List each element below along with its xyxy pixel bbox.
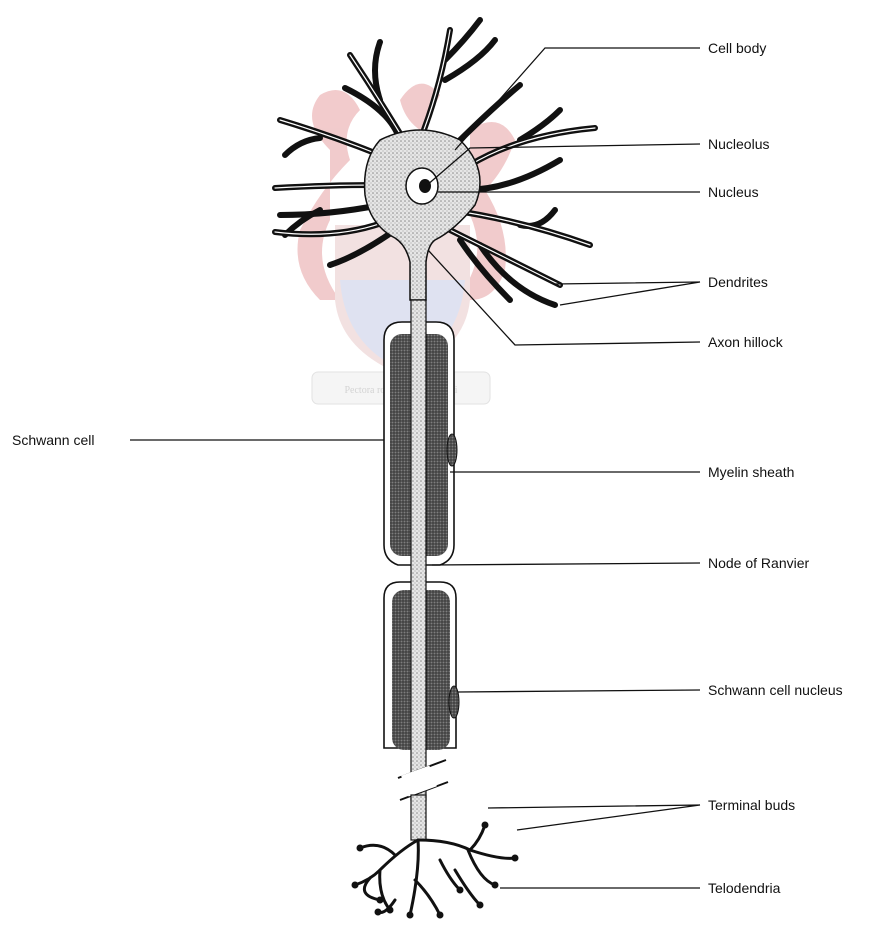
label-axon-hillock: Axon hillock bbox=[708, 334, 784, 350]
label-schwann-cell-nucleus: Schwann cell nucleus bbox=[708, 682, 843, 698]
label-node-of-ranvier: Node of Ranvier bbox=[708, 555, 810, 571]
label-telodendria: Telodendria bbox=[708, 880, 781, 896]
axon-lower bbox=[411, 795, 426, 840]
leader-schwann-cell-nucleus bbox=[458, 690, 700, 692]
label-nucleus: Nucleus bbox=[708, 184, 759, 200]
leader-terminal-buds bbox=[488, 805, 700, 830]
leader-dendrites bbox=[555, 282, 700, 305]
axon-core bbox=[411, 300, 426, 800]
label-myelin-sheath: Myelin sheath bbox=[708, 464, 794, 480]
label-dendrites: Dendrites bbox=[708, 274, 768, 290]
label-terminal-buds: Terminal buds bbox=[708, 797, 795, 813]
schwann-nucleus-1 bbox=[447, 434, 457, 466]
label-cell-body: Cell body bbox=[708, 40, 766, 56]
nucleolus bbox=[419, 179, 431, 193]
axon bbox=[384, 300, 459, 840]
label-schwann-cell: Schwann cell bbox=[12, 432, 95, 448]
label-nucleolus: Nucleolus bbox=[708, 136, 769, 152]
schwann-nucleus-2 bbox=[449, 686, 459, 718]
leader-node-of-ranvier bbox=[432, 563, 700, 565]
